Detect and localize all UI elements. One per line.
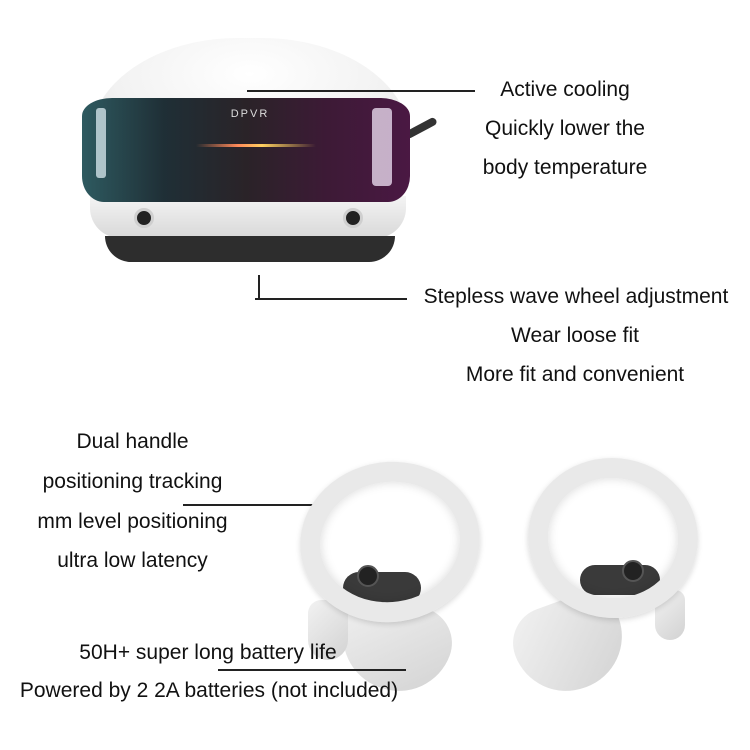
- callout-battery-text: Powered by 2 2A batteries (not included): [19, 679, 399, 702]
- callout-battery-title: 50H+ super long battery life: [79, 641, 337, 664]
- tracking-camera-icon: [134, 208, 154, 228]
- visor-reflection-left: [96, 108, 106, 178]
- controller-trigger: [655, 590, 685, 640]
- headset-face-cushion: [105, 236, 395, 262]
- thumbstick-icon: [357, 565, 379, 587]
- controller-trigger: [308, 600, 348, 660]
- callout-line-battery: [218, 669, 406, 671]
- callout-cooling-text: body temperature: [482, 156, 648, 179]
- callout-line-tracking: [183, 504, 313, 506]
- tracking-camera-icon: [343, 208, 363, 228]
- visor-reflection-right: [372, 108, 392, 186]
- callout-cooling-text: Quickly lower the: [485, 117, 645, 140]
- callout-cooling-title: Active cooling: [500, 78, 630, 101]
- callout-wheel-title: Stepless wave wheel adjustment: [423, 285, 729, 308]
- callout-line-cooling: [247, 90, 475, 92]
- callout-tracking-text: positioning tracking: [42, 470, 223, 493]
- thumbstick-icon: [622, 560, 644, 582]
- callout-tracking-text: mm level positioning: [37, 510, 228, 533]
- visor-light-strip: [196, 144, 316, 147]
- callout-line-wheel-vertical: [258, 275, 260, 299]
- callout-wheel-text: More fit and convenient: [465, 363, 685, 386]
- callout-tracking-title: Dual handle: [76, 430, 189, 453]
- controller-button-pad: [580, 565, 660, 595]
- callout-tracking-text: ultra low latency: [57, 549, 208, 572]
- controller-button-pad: [343, 572, 421, 604]
- headset-visor: [82, 98, 410, 202]
- callout-wheel-text: Wear loose fit: [511, 324, 639, 347]
- brand-logo: DPVR: [230, 108, 270, 120]
- callout-line-wheel: [255, 298, 407, 300]
